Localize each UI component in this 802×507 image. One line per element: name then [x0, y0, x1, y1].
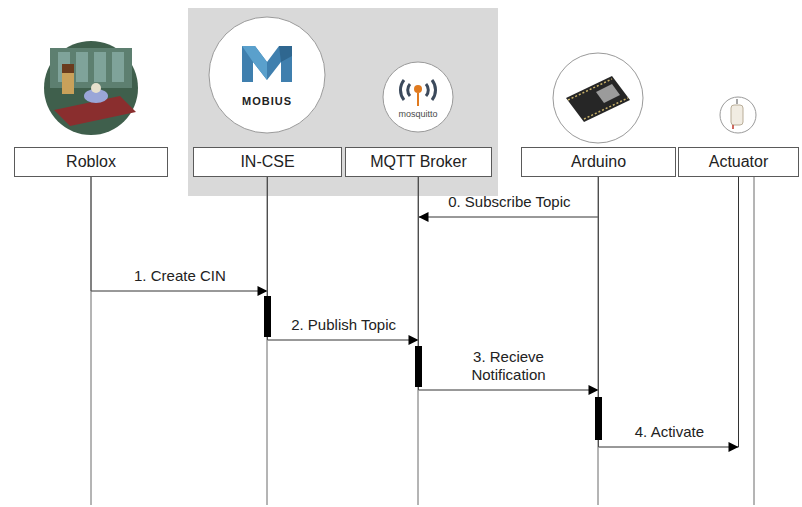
lifeline-name: Actuator: [709, 153, 769, 171]
message-arrow: [419, 177, 599, 222]
message-arrow: [268, 177, 419, 345]
message-label: 1. Create CIN: [133, 267, 226, 286]
message-label: 4. Activate: [634, 423, 705, 442]
lifelines: [91, 177, 754, 505]
lifeline-header-box: IN-CSE: [193, 147, 342, 177]
message-arrow: [599, 177, 739, 452]
actuator-icon: [720, 97, 756, 133]
arrowhead: [419, 212, 429, 222]
message-label: 3. Recieve Notification: [451, 348, 566, 386]
message-label: 2. Publish Topic: [291, 316, 397, 335]
arrowhead: [729, 442, 739, 452]
roblox-icon: [44, 41, 138, 135]
message-line: [419, 177, 599, 390]
lifeline-header-box: Arduino: [521, 147, 676, 177]
lifeline-header-box: Actuator: [678, 147, 799, 177]
logo-wordmark: mosquitto: [398, 109, 437, 119]
message-line: [599, 177, 739, 447]
lifeline-header-box: MQTT Broker: [345, 147, 492, 177]
activation-bars: [264, 296, 602, 440]
mobius-logo: [209, 17, 325, 133]
lifeline-name: Roblox: [66, 153, 116, 171]
message-line: [91, 177, 268, 291]
server-band: [188, 8, 498, 196]
lifeline-header-box: Roblox: [14, 147, 168, 177]
arrowhead: [258, 286, 268, 296]
message-label: 0. Subscribe Topic: [447, 193, 571, 212]
message-arrow: [419, 177, 599, 395]
lifeline-name: IN-CSE: [240, 153, 294, 171]
lifeline-name: MQTT Broker: [370, 153, 467, 171]
mosquitto-logo: [383, 62, 453, 132]
arrowhead: [589, 385, 599, 395]
arrowhead: [409, 335, 419, 345]
lifeline-name: Arduino: [571, 153, 626, 171]
message-line: [419, 177, 599, 217]
message-arrow: [91, 177, 268, 296]
message-line: [268, 177, 419, 340]
arduino-board-icon: [553, 53, 643, 143]
logo-wordmark: MOBIUS: [242, 95, 292, 107]
